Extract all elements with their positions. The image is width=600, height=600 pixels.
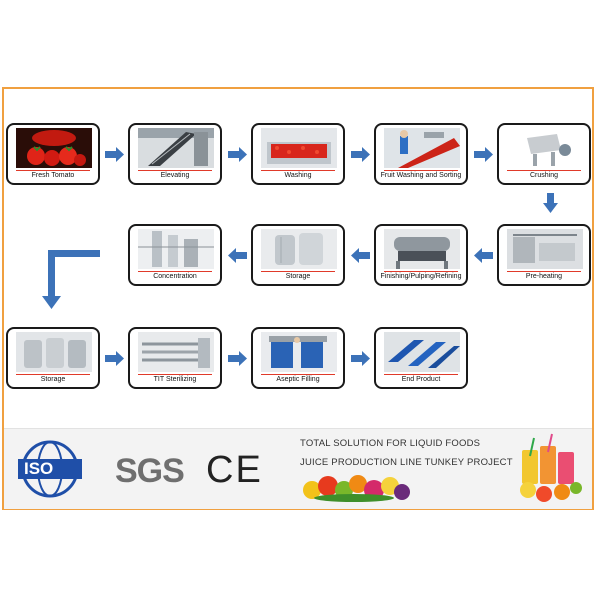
- step-label: Pre-heating: [525, 273, 563, 280]
- fruits-illustration: [303, 475, 410, 502]
- ce-mark: CE: [206, 449, 263, 491]
- fresh-tomato-photo: [16, 128, 92, 168]
- sgs-logo: SGS: [115, 452, 185, 490]
- step-label: Elevating: [160, 172, 190, 179]
- step-label: Storage: [285, 273, 311, 280]
- step-pre-heating: Pre-heating: [497, 224, 591, 286]
- step-fresh-tomato: Fresh Tomato: [6, 123, 100, 185]
- step-concentration: Concentration: [128, 224, 222, 286]
- step-storage-1: Storage: [251, 224, 345, 286]
- step-tit-sterilizing: TIT Sterilizing: [128, 327, 222, 389]
- step-fruit-washing-sorting: Fruit Washing and Sorting: [374, 123, 468, 185]
- juice-glasses-illustration: [520, 433, 582, 502]
- step-label: Fruit Washing and Sorting: [380, 172, 462, 179]
- arrow-left-icon: [351, 248, 370, 263]
- step-aseptic-filling: Aseptic Filling: [251, 327, 345, 389]
- arrow-right-icon: [105, 147, 124, 162]
- sterilizing-photo: [138, 332, 214, 372]
- arrow-right-icon: [228, 351, 247, 366]
- storage-tanks-photo: [16, 332, 92, 372]
- step-crushing: Crushing: [497, 123, 591, 185]
- sorting-photo: [384, 128, 460, 168]
- tagline-total-solution: TOTAL SOLUTION FOR LIQUID FOODS: [300, 438, 481, 449]
- step-label: Crushing: [529, 172, 558, 179]
- step-label: Washing: [284, 172, 312, 179]
- arrow-left-icon: [228, 248, 247, 263]
- washing-photo: [261, 128, 337, 168]
- step-finishing-pulping-refining: Finishing/Pulping/Refining: [374, 224, 468, 286]
- step-label: End Product: [401, 376, 441, 383]
- step-label: Storage: [40, 376, 66, 383]
- arrow-right-icon: [351, 351, 370, 366]
- concentration-photo: [138, 229, 214, 269]
- step-washing: Washing: [251, 123, 345, 185]
- arrow-right-icon: [474, 147, 493, 162]
- step-label: Finishing/Pulping/Refining: [380, 273, 462, 280]
- iso-logo: [18, 440, 82, 498]
- tagline-juice-project: JUICE PRODUCTION LINE TUNKEY PROJECT: [300, 457, 513, 468]
- arrow-down-icon: [543, 193, 558, 213]
- arrow-right-icon: [228, 147, 247, 162]
- elevating-photo: [138, 128, 214, 168]
- arrow-right-icon: [351, 147, 370, 162]
- end-product-photo: [384, 332, 460, 372]
- crushing-photo: [507, 128, 583, 168]
- step-elevating: Elevating: [128, 123, 222, 185]
- aseptic-filling-photo: [261, 332, 337, 372]
- arrow-elbow-down-icon: [42, 250, 100, 309]
- iso-label: ISO: [24, 459, 54, 478]
- step-label: TIT Sterilizing: [153, 376, 197, 383]
- certification-strip: [4, 428, 592, 509]
- step-label: Fresh Tomato: [31, 172, 75, 179]
- storage-tank-photo: [261, 229, 337, 269]
- step-storage-2: Storage: [6, 327, 100, 389]
- arrow-left-icon: [474, 248, 493, 263]
- step-end-product: End Product: [374, 327, 468, 389]
- arrow-right-icon: [105, 351, 124, 366]
- pulping-photo: [384, 229, 460, 269]
- step-label: Concentration: [153, 273, 197, 280]
- step-label: Aseptic Filling: [276, 376, 320, 383]
- pre-heating-photo: [507, 229, 583, 269]
